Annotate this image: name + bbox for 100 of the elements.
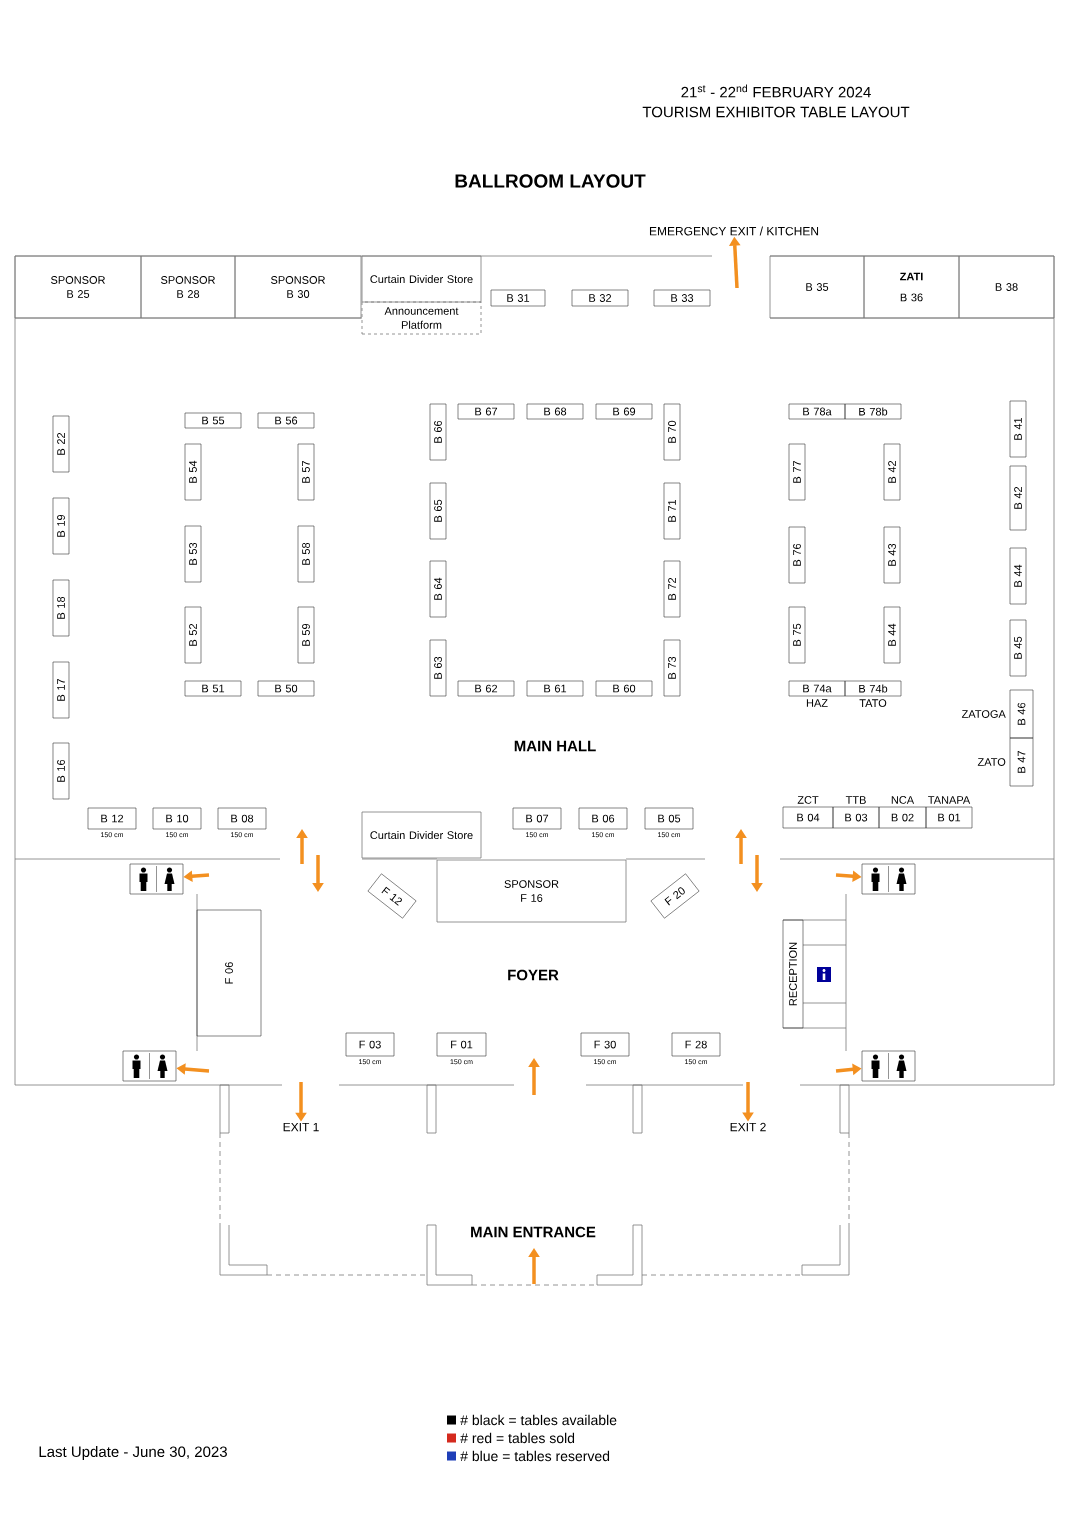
table-box: B 75 [788, 606, 806, 664]
table-box: RECEPTION [782, 919, 804, 1029]
booth-cell: SPONSOR B 25 [14, 255, 142, 319]
restroom-sign [861, 863, 916, 895]
table-box: B 06 [578, 807, 628, 830]
booth-cell: B 38 [958, 255, 1055, 319]
exhibitor-label: ZATOGA [961, 710, 1006, 718]
exhibitor-label: TATO [859, 699, 887, 707]
exit-label: EXIT 1 [283, 1122, 319, 1132]
table-box: B 51 [184, 680, 242, 697]
legend-text: # black = tables available [460, 1414, 617, 1426]
table-box: B 65 [429, 482, 447, 540]
table-box: B 31 [490, 289, 546, 307]
table-box: B 46 [1009, 689, 1034, 739]
exit-label: EXIT 2 [730, 1122, 766, 1132]
booth-cell: SPONSOR F 16 [436, 859, 627, 923]
table-box: B 62 [457, 680, 515, 697]
table-box: F 20 [650, 873, 700, 919]
table-box: B 44 [883, 606, 901, 664]
table-box: B 07 [512, 807, 562, 830]
restroom-sign [129, 863, 184, 895]
table-box: B 41 [1009, 400, 1027, 458]
booth-cell: SPONSOR B 30 [234, 255, 362, 319]
table-box: F 28 [671, 1032, 721, 1057]
table-box: B 74b [844, 680, 902, 697]
table-box: B 47 [1009, 737, 1034, 787]
exhibitor-label: TTB [845, 796, 866, 804]
table-box: B 50 [257, 680, 315, 697]
table-box: B 70 [663, 403, 681, 461]
table-box: B 63 [429, 639, 447, 697]
table-box: B 76 [788, 526, 806, 584]
table-box: B 10 [152, 807, 202, 830]
title: BALLROOM LAYOUT [455, 174, 646, 188]
table-box: B 60 [595, 680, 653, 697]
table-box: B 78a [788, 403, 846, 420]
table-box: B 68 [526, 403, 584, 420]
table-box: B 58 [297, 525, 315, 583]
table-box: B 45 [1009, 619, 1027, 677]
table-box: B 12 [87, 807, 137, 830]
table-box: F 30 [580, 1032, 630, 1057]
table-box: B 43 [883, 526, 901, 584]
table-box: B 02 [878, 806, 927, 829]
legend-text: # red = tables sold [460, 1432, 575, 1444]
area-label: MAIN HALL [514, 740, 596, 752]
table-box: B 64 [429, 560, 447, 618]
table-box: B 56 [257, 412, 315, 429]
area-label: FOYER [508, 969, 559, 981]
table-box: F 03 [345, 1032, 395, 1057]
table-box: B 55 [184, 412, 242, 429]
exit-label: EMERGENCY EXIT / KITCHEN [650, 226, 819, 236]
table-box: B 33 [653, 289, 711, 307]
legend-text: # blue = tables reserved [460, 1450, 610, 1462]
table-box: B 44 [1009, 547, 1027, 605]
booth-cell: SPONSOR B 28 [140, 255, 236, 319]
booth-cell: B 35 [769, 255, 865, 319]
update-note: Last Update - June 30, 2023 [39, 1446, 227, 1460]
table-box: B 77 [788, 443, 806, 501]
table-box: B 17 [52, 661, 70, 719]
table-box: B 16 [52, 742, 70, 800]
table-box: B 54 [184, 443, 202, 501]
table-box: B 52 [184, 606, 202, 664]
exhibitor-label: HAZ [806, 699, 828, 707]
table-box: B 32 [571, 289, 629, 307]
table-box: B 61 [526, 680, 584, 697]
table-box: B 78b [844, 403, 902, 420]
table-box: B 66 [429, 403, 447, 461]
platform-box: Announcement Platform [361, 301, 482, 335]
table-box: B 08 [217, 807, 267, 830]
exhibitor-label: NCA [891, 796, 915, 804]
booth-cell: Curtain Divider Store [361, 811, 482, 859]
table-box: B 69 [595, 403, 653, 420]
table-box: B 57 [297, 443, 315, 501]
exhibitor-label: ZATO [977, 758, 1006, 766]
restroom-sign [122, 1050, 177, 1082]
exhibitor-label: TANAPA [928, 796, 971, 804]
table-box: F 12 [367, 873, 417, 919]
area-label: MAIN ENTRANCE [471, 1226, 596, 1238]
table-box: B 74a [788, 680, 846, 697]
table-box: B 53 [184, 525, 202, 583]
table-box: B 59 [297, 606, 315, 664]
table-box: F 01 [436, 1032, 487, 1057]
exhibitor-label: ZCT [797, 796, 819, 804]
table-box: B 67 [457, 403, 515, 420]
table-box: B 18 [52, 579, 70, 637]
table-box: B 42 [883, 443, 901, 501]
table-box: B 42 [1009, 465, 1027, 531]
table-box: B 73 [663, 639, 681, 697]
booth-cell: Curtain Divider Store [361, 255, 482, 303]
table-box: B 22 [52, 415, 70, 473]
table-box: B 05 [644, 807, 694, 830]
subtitle: TOURISM EXHIBITOR TABLE LAYOUT [642, 106, 910, 118]
restroom-sign [861, 1050, 916, 1082]
date-line: 21$^{st}$ - 22$^{nd}$ FEBRUARY 2024 [681, 84, 871, 98]
table-box: B 03 [832, 806, 880, 829]
table-box: B 04 [782, 806, 834, 829]
table-box: B 19 [52, 497, 70, 555]
booth-cell: ZATI B 36 [863, 255, 960, 319]
table-box: B 71 [663, 482, 681, 540]
table-box: B 01 [925, 806, 973, 829]
table-box: F 06 [196, 909, 262, 1037]
